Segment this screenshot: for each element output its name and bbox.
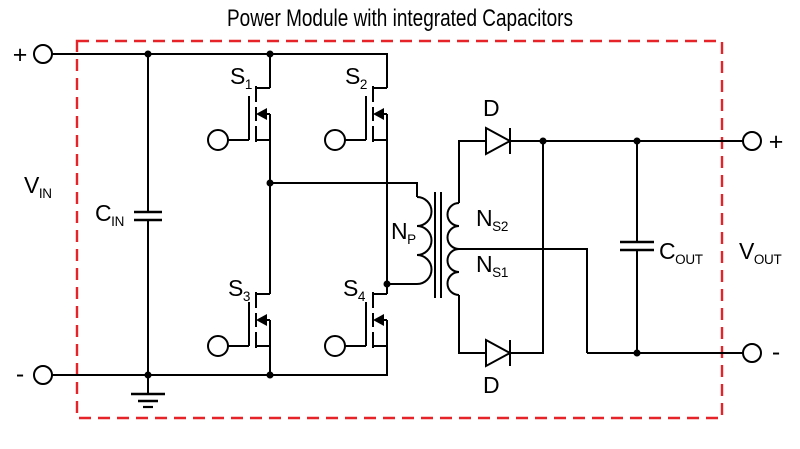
- s3-label: S3: [228, 275, 250, 304]
- diode-top-label: D: [483, 95, 499, 121]
- diode-top: D: [483, 95, 513, 156]
- junction-cout-bottom: [633, 349, 641, 357]
- junction-s3-source: [266, 371, 274, 379]
- input-minus-terminal: [33, 365, 53, 385]
- s2-label: S2: [345, 63, 367, 92]
- diode-top-triangle: [485, 126, 513, 156]
- input-positive-rail: [52, 53, 388, 88]
- mosfet-s1-symbol: [207, 85, 271, 151]
- output-section: COUT + - VOUT: [510, 128, 783, 366]
- output-capacitor-plates: [620, 240, 654, 252]
- rectifier: D D: [458, 95, 588, 398]
- output-minus-sign: -: [772, 338, 780, 366]
- output-capacitor: COUT: [620, 141, 703, 353]
- cout-label: COUT: [659, 238, 703, 267]
- bridge-left-midpoint-wire: [270, 182, 418, 197]
- mosfet-s2: S2: [324, 63, 388, 151]
- diode-bottom-label: D: [483, 372, 499, 398]
- vout-label: VOUT: [739, 238, 781, 267]
- ns2-label: NS2: [476, 205, 508, 234]
- mosfet-s3: S3: [207, 275, 271, 357]
- secondary-winding: [446, 202, 460, 296]
- junction-diode-bottom-rail: [539, 137, 547, 145]
- input-minus-sign: -: [16, 360, 24, 388]
- secondary-top-wire: [458, 140, 486, 203]
- input-negative-rail: [52, 346, 388, 376]
- mosfet-s1: S1: [207, 63, 271, 151]
- junction-bridge-right-midpoint: [383, 280, 391, 288]
- ground-symbol: [131, 375, 165, 409]
- mosfet-s3-symbol: [207, 291, 271, 357]
- secondary-bottom-wire: [458, 295, 486, 354]
- input-capacitor: CIN: [95, 54, 162, 375]
- vin-label: VIN: [24, 172, 52, 201]
- output-minus-terminal: [742, 343, 762, 363]
- output-plus-terminal: [742, 131, 762, 151]
- transformer: NP NS2 NS1: [391, 192, 508, 298]
- s4-label: S4: [343, 275, 366, 304]
- diode-bottom: D: [483, 338, 513, 398]
- transformer-core: [434, 192, 442, 298]
- ns1-label: NS1: [476, 251, 508, 280]
- junction-dots: [144, 50, 641, 379]
- output-plus-sign: +: [769, 128, 784, 156]
- input-plus-sign: +: [13, 41, 28, 69]
- junction-bridge-left-midpoint: [266, 179, 274, 187]
- input-capacitor-plates: [134, 210, 162, 222]
- junction-s1-drain: [266, 50, 274, 58]
- cin-label: CIN: [95, 200, 124, 229]
- input-section: + - VIN CIN: [13, 41, 388, 409]
- input-plus-terminal: [33, 44, 53, 64]
- mosfet-s4-symbol: [324, 291, 388, 357]
- junction-cin-bottom: [144, 371, 152, 379]
- diagram-title: Power Module with integrated Capacitors: [227, 5, 573, 32]
- primary-winding: [416, 196, 433, 285]
- np-label: NP: [391, 218, 416, 247]
- junction-cout-top: [633, 137, 641, 145]
- diode-bottom-triangle: [485, 338, 513, 368]
- diode-bottom-to-positive-rail: [510, 141, 544, 354]
- center-tap-wire: [459, 248, 588, 353]
- full-bridge: S1 S2 S3 S4: [207, 54, 418, 375]
- s1-label: S1: [230, 63, 252, 92]
- junction-cin-top: [144, 50, 152, 58]
- mosfet-s4: S4: [324, 275, 388, 357]
- mosfet-s2-symbol: [324, 85, 388, 151]
